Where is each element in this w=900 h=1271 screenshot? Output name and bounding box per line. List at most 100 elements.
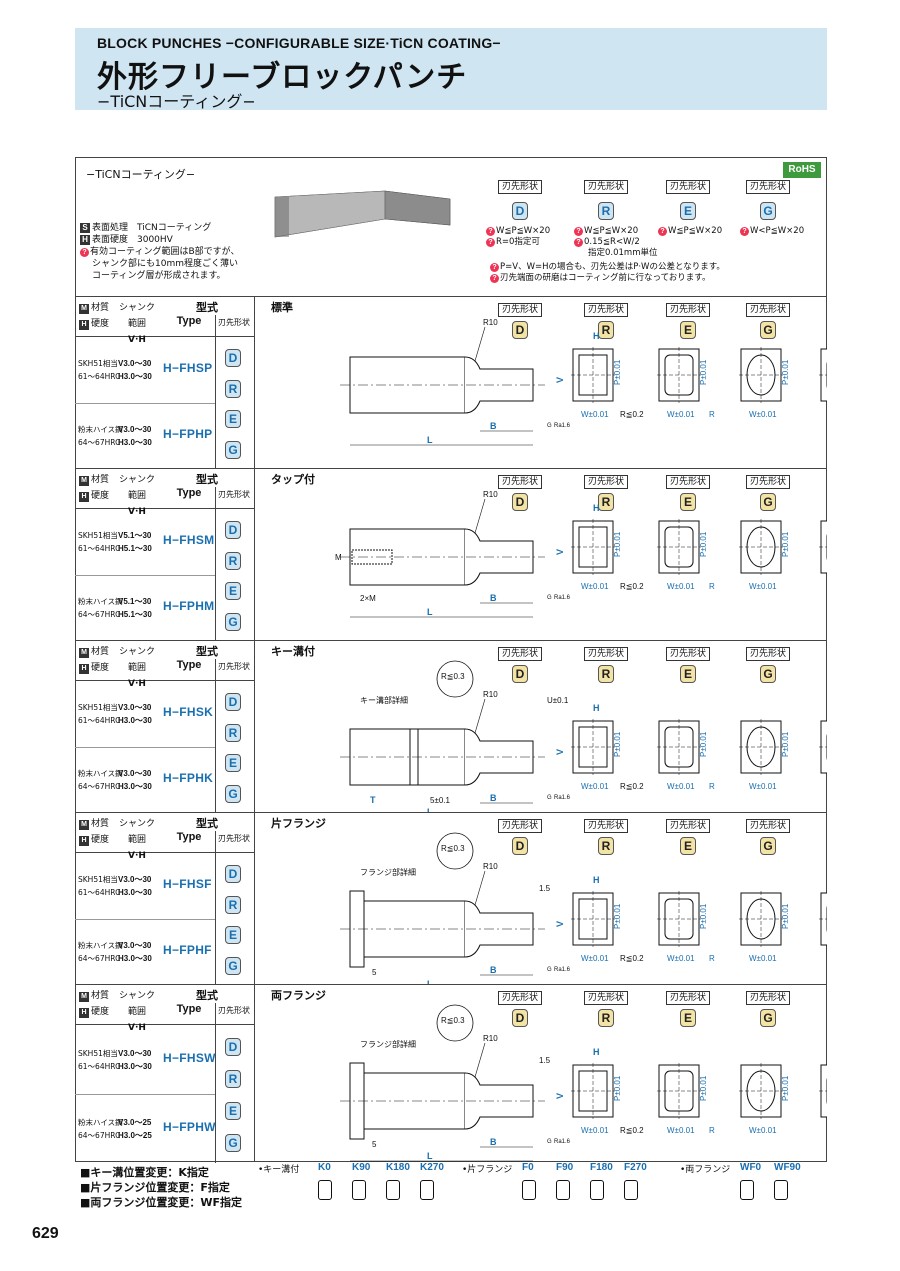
type-column-divider (215, 315, 216, 469)
material-cell: 粉末ハイス鋼 64〜67HRC (78, 1117, 123, 1140)
v-label: V (555, 549, 565, 555)
material-cell: 粉末ハイス鋼 64〜67HRC (78, 769, 123, 791)
shape-letter: R (598, 665, 614, 683)
shape-header: 刃先形状 (498, 991, 542, 1005)
flange-thickness-label: 1.5 (539, 884, 551, 893)
h-label: H (593, 331, 600, 341)
section-title: キー溝付 (271, 645, 315, 658)
g-label: G (547, 423, 552, 429)
type-column-divider (215, 831, 216, 985)
r-le-label: R≦0.3 (441, 844, 465, 853)
spec-shape-badge: G (225, 612, 241, 631)
spec-shape-badge: G (225, 1134, 241, 1152)
material-cell: SKH51相当 61〜64HRC (78, 1048, 121, 1071)
p-label: P±0.01 (781, 531, 790, 557)
spec-shape-badge: R (225, 551, 241, 570)
r10-label: R10 (483, 1034, 498, 1043)
coating-note-3: コーティング層が形成されます。 (92, 271, 226, 281)
material-key-icon: M (79, 992, 89, 1002)
shape-header: 刃先形状 (584, 819, 628, 833)
material-cell: 粉末ハイス鋼 64〜67HRC (78, 941, 123, 963)
shape-header: 刃先形状 (746, 991, 790, 1005)
spec-shape-badge: G (225, 784, 241, 803)
spec-shape-badge: E (225, 926, 241, 945)
spec-shape-badge: R (225, 1070, 241, 1088)
g-label: G (547, 795, 552, 801)
shape-header: 刃先形状 (498, 303, 542, 317)
shape-letter: D (512, 321, 528, 339)
l-label: L (427, 435, 433, 445)
p-label: P±0.01 (781, 359, 790, 385)
shape-header: 刃先形状 (746, 475, 790, 489)
shape-r-badge: R (598, 202, 614, 220)
type-code: H−FPHK (163, 771, 214, 785)
spec-shape-badge: E (225, 410, 241, 429)
position-code-symbol (386, 1180, 400, 1200)
l-label: L (427, 607, 433, 617)
vh-range-cell: V3.0〜30 H3.0〜30 (118, 941, 152, 963)
shape-label: 刃先形状 (218, 834, 250, 843)
position-code: F270 (624, 1162, 647, 1173)
subtitle: −TiCNコーティング− (97, 92, 256, 111)
shape-header: 刃先形状 (498, 475, 542, 489)
type-column-divider (215, 1003, 216, 1163)
position-code-symbol (522, 1180, 536, 1200)
p-label: P±0.01 (613, 903, 622, 929)
cond-g: ?W<P≦W×20 (740, 226, 804, 237)
spec-shape-badge: G (225, 956, 241, 975)
shape-letter: G (760, 321, 776, 339)
material-cell: 粉末ハイス鋼 64〜67HRC (78, 597, 123, 619)
type-label-ja: 型式 (196, 817, 218, 830)
row-divider (75, 403, 215, 404)
w-label: W±0.01 (581, 1126, 609, 1135)
spec-shape-badge: D (225, 693, 241, 712)
r10-leader (474, 326, 486, 362)
shape-g-badge: G (760, 202, 776, 220)
five-label: 5 (372, 968, 377, 977)
hardness-key-icon: H (79, 492, 89, 502)
p-label: P±0.01 (699, 1075, 708, 1101)
shape-label: 刃先形状 (218, 318, 250, 327)
position-code-symbol (318, 1180, 332, 1200)
type-label-en: Type (176, 487, 202, 499)
v-label: V (555, 749, 565, 755)
shape-header-d: 刃先形状 (498, 180, 542, 194)
type-label-en: Type (176, 659, 202, 671)
w-label: W±0.01 (749, 1126, 777, 1135)
shape-header: 刃先形状 (498, 647, 542, 661)
position-code-symbol (420, 1180, 434, 1200)
r-le-label: R≦0.3 (441, 1016, 465, 1025)
tip-icon: ? (740, 227, 749, 236)
r10-label: R10 (483, 690, 498, 699)
vh-range-cell: V3.0〜30 H3.0〜30 (118, 359, 152, 381)
position-code: K270 (420, 1162, 444, 1173)
ra-label: Ra1.6 (554, 795, 571, 801)
h-label: H (593, 503, 600, 513)
spec-shape-badge: G (225, 440, 241, 459)
shank-range-label: シャンク範囲 V·H (118, 819, 155, 861)
type-column-divider (215, 487, 216, 641)
detail-label: キー溝部詳細 (360, 695, 408, 705)
l-label: L (427, 1151, 433, 1161)
position-code: WF90 (774, 1162, 801, 1173)
position-code: F180 (590, 1162, 613, 1173)
hardness-key-icon: H (79, 320, 89, 330)
shape-header-r: 刃先形状 (584, 180, 628, 194)
r-label: R (709, 410, 715, 419)
position-group-label: •キー溝付 (258, 1165, 300, 1175)
position-code: K90 (352, 1162, 371, 1173)
b-label: B (490, 593, 497, 603)
grind-note: 刃先端面の研磨はコーティング前に行なっております。 (500, 273, 711, 283)
p-label: P±0.01 (699, 903, 708, 929)
shape-letter: E (680, 493, 696, 511)
coating-note-2: シャンク部にも10mm程度ごく薄い (92, 259, 238, 269)
p-label: P±0.01 (613, 731, 622, 757)
h-label: H (593, 703, 600, 713)
